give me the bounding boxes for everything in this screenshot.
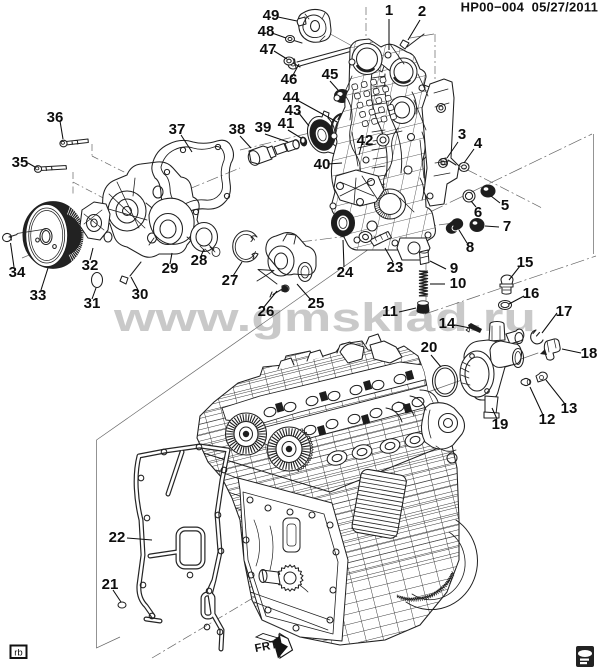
svg-text:32: 32 <box>82 257 99 274</box>
svg-text:7: 7 <box>503 218 511 235</box>
svg-text:23: 23 <box>387 259 404 276</box>
svg-text:47: 47 <box>260 41 277 58</box>
svg-text:15: 15 <box>517 254 534 271</box>
svg-text:21: 21 <box>102 576 119 593</box>
svg-text:28: 28 <box>191 252 208 269</box>
svg-text:FRT: FRT <box>254 639 279 655</box>
svg-text:HP00−004 05/27/2011: HP00−004 05/27/2011 <box>461 0 598 15</box>
svg-text:9: 9 <box>450 260 458 277</box>
svg-text:19: 19 <box>492 416 509 433</box>
svg-text:12: 12 <box>539 411 556 428</box>
svg-text:33: 33 <box>30 287 47 304</box>
svg-text:6: 6 <box>474 204 482 221</box>
svg-text:43: 43 <box>285 102 302 119</box>
svg-text:48: 48 <box>258 23 275 40</box>
svg-text:13: 13 <box>561 400 578 417</box>
svg-text:36: 36 <box>47 109 64 126</box>
svg-text:www.gmsklad.ru: www.gmsklad.ru <box>113 296 536 340</box>
svg-text:41: 41 <box>278 115 295 132</box>
svg-text:46: 46 <box>281 71 298 88</box>
svg-text:26: 26 <box>258 303 275 320</box>
svg-text:4: 4 <box>474 135 483 152</box>
svg-text:18: 18 <box>581 345 598 362</box>
svg-text:34: 34 <box>9 264 26 281</box>
svg-text:31: 31 <box>84 295 101 312</box>
svg-text:3: 3 <box>458 126 466 143</box>
svg-text:10: 10 <box>450 275 467 292</box>
svg-text:8: 8 <box>466 239 474 256</box>
svg-text:20: 20 <box>421 339 438 356</box>
svg-text:37: 37 <box>169 121 186 138</box>
svg-text:45: 45 <box>322 66 339 83</box>
svg-text:17: 17 <box>556 303 573 320</box>
svg-text:35: 35 <box>12 154 29 171</box>
svg-text:38: 38 <box>229 121 246 138</box>
svg-text:25: 25 <box>308 295 325 312</box>
svg-text:40: 40 <box>314 156 331 173</box>
svg-text:29: 29 <box>162 260 179 277</box>
svg-text:5: 5 <box>501 197 509 214</box>
svg-text:44: 44 <box>283 89 300 106</box>
svg-text:14: 14 <box>439 315 456 332</box>
svg-text:42: 42 <box>357 132 374 149</box>
svg-text:22: 22 <box>109 529 126 546</box>
svg-text:24: 24 <box>337 264 354 281</box>
svg-text:rb: rb <box>14 648 22 659</box>
svg-text:49: 49 <box>263 7 280 24</box>
svg-text:39: 39 <box>255 119 272 136</box>
svg-text:27: 27 <box>222 272 239 289</box>
svg-text:2: 2 <box>418 3 426 20</box>
svg-text:30: 30 <box>132 286 149 303</box>
svg-text:11: 11 <box>382 303 398 320</box>
svg-text:1: 1 <box>385 2 393 19</box>
svg-text:16: 16 <box>523 285 540 302</box>
